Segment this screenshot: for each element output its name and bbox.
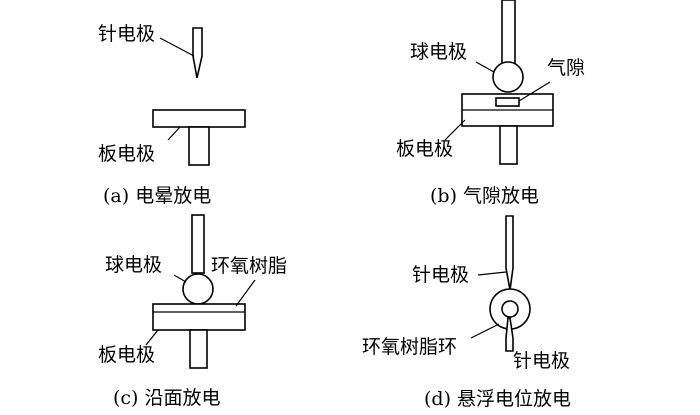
leader-epoxy-c	[235, 279, 256, 307]
plate-stem-c	[189, 329, 208, 369]
caption-c: (c) 沿面放电	[113, 387, 221, 409]
leader-plate-a	[167, 126, 181, 141]
caption-d: (d) 悬浮电位放电	[424, 388, 571, 410]
sphere-rod-c	[191, 214, 205, 274]
leader-gap-b	[518, 81, 551, 102]
plate-electrode-a	[152, 109, 246, 128]
sphere-electrode-c	[182, 273, 214, 305]
leader-sphere-c	[173, 274, 187, 283]
panel-b: 球电极 气隙 板电极 (b) 气隙放电	[396, 0, 585, 207]
label-plate-c: 板电极	[98, 344, 155, 366]
label-gap-b: 气隙	[547, 57, 585, 79]
panel-d: 针电极 环氧树脂环 针电极 (d) 悬浮电位放电	[362, 215, 571, 410]
label-needle-top-d: 针电极	[412, 264, 469, 286]
leader-sphere-b	[475, 61, 495, 73]
needle-electrode-bottom-d	[505, 317, 514, 352]
leader-needle-top-d	[477, 271, 507, 276]
leader-ring-d	[470, 323, 500, 339]
sphere-electrode-b	[492, 61, 524, 93]
epoxy-plate-c	[152, 303, 246, 331]
leader-plate-c	[145, 329, 159, 346]
sphere-rod-b	[501, 0, 516, 67]
needle-electrode-a	[192, 27, 203, 79]
metal-core-d	[501, 300, 519, 318]
needle-electrode-top-d	[505, 215, 514, 291]
caption-a: (a) 电晕放电	[103, 185, 211, 207]
label-plate-a: 板电极	[98, 143, 155, 165]
plate-stem-a	[188, 126, 210, 166]
caption-b: (b) 气隙放电	[430, 185, 539, 207]
panel-c: 球电极 环氧树脂 板电极 (c) 沿面放电	[98, 214, 287, 409]
label-epoxy-c: 环氧树脂	[211, 255, 287, 277]
label-sphere-c: 球电极	[105, 254, 162, 276]
label-sphere-b: 球电极	[410, 41, 467, 63]
panel-a: 针电极 板电极 (a) 电晕放电	[98, 23, 246, 207]
label-ring-d: 环氧树脂环	[362, 336, 457, 358]
plate-stem-b	[499, 125, 518, 165]
label-needle-bottom-d: 针电极	[513, 350, 570, 372]
leader-needle-a	[159, 37, 195, 57]
label-plate-b: 板电极	[396, 138, 453, 160]
leader-plate-b	[444, 119, 466, 141]
label-needle-a: 针电极	[98, 23, 155, 45]
air-gap-b	[495, 97, 520, 107]
